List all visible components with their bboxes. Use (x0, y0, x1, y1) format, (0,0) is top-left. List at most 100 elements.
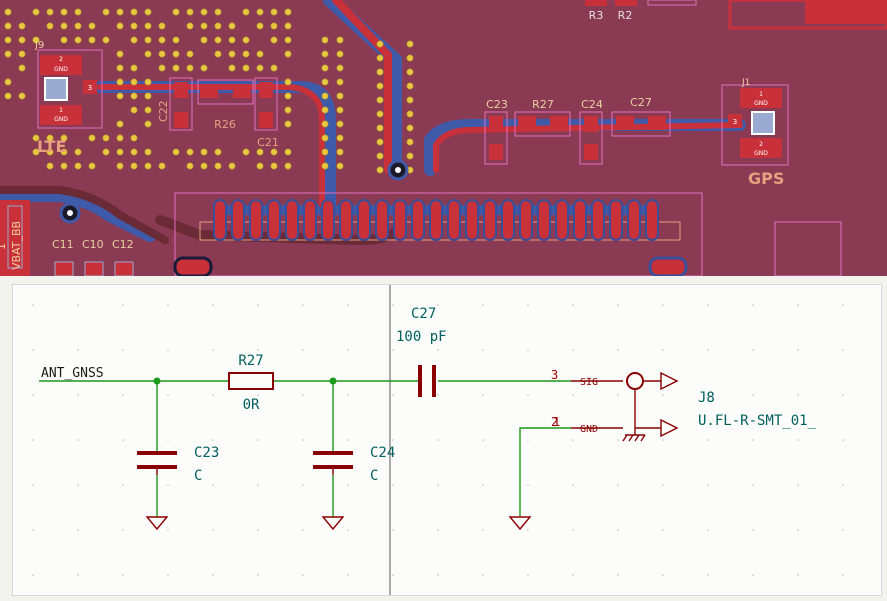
grid-dot (842, 574, 844, 576)
via (4, 50, 12, 58)
via (256, 148, 264, 156)
j9-connector[interactable]: J9 2 GND 1 GND 3 LTE (34, 40, 103, 156)
module-pin-pad (393, 199, 407, 241)
via (130, 36, 138, 44)
module-pin-pad (267, 199, 281, 241)
gps-pad3-num: 3 (733, 118, 737, 126)
via (321, 50, 329, 58)
c27-capacitor[interactable] (418, 365, 436, 397)
grid-dot (482, 394, 484, 396)
grid-dot (572, 394, 574, 396)
via (321, 92, 329, 100)
grid-dot (527, 349, 529, 351)
grid-dot (392, 529, 394, 531)
via (144, 50, 152, 58)
grid-dot (797, 484, 799, 486)
module-pin-pad (555, 199, 569, 241)
j8-pin1-number: 1 (553, 415, 560, 429)
j8-connector[interactable] (571, 371, 679, 442)
via (321, 106, 329, 114)
module-pin-pad (429, 199, 443, 241)
module-pin-pad (591, 199, 605, 241)
grid-dot (122, 349, 124, 351)
grid-dot (617, 304, 619, 306)
module-footprint[interactable] (173, 192, 842, 276)
grid-dot (212, 484, 214, 486)
gps-connector[interactable]: J1 1 GND 2 GND 3 GPS (721, 78, 789, 188)
via (284, 36, 292, 44)
via (130, 148, 138, 156)
module-pin-pad (303, 199, 317, 241)
grid-dot (842, 349, 844, 351)
pcb-view[interactable]: R3 R2 J9 2 GND 1 GND 3 LTE (0, 0, 887, 276)
grid-dot (662, 529, 664, 531)
grid-dot (617, 394, 619, 396)
c23-capacitor[interactable] (137, 451, 177, 469)
grid-dot (842, 439, 844, 441)
j9-pad1-gnd: GND (54, 116, 68, 123)
r27-resistor[interactable]: R27 0R (228, 353, 274, 413)
grid-dot (662, 484, 664, 486)
via (186, 148, 194, 156)
via-field (4, 8, 414, 174)
j1-label: J1 (741, 78, 750, 88)
grid-dot (572, 574, 574, 576)
via (144, 106, 152, 114)
via (284, 22, 292, 30)
j8-pin3-number: 3 (551, 368, 558, 382)
via (242, 36, 250, 44)
via (18, 92, 26, 100)
via (321, 148, 329, 156)
schematic-canvas[interactable]: ANT_GNSS R27 0R C27 100 pF C23 C (13, 285, 881, 595)
grid-dot (707, 529, 709, 531)
module-pin-pad (321, 199, 335, 241)
grid-dot (302, 304, 304, 306)
via (60, 8, 68, 16)
grid-dot (122, 574, 124, 576)
via (376, 110, 384, 118)
via (74, 148, 82, 156)
grid-dot (797, 394, 799, 396)
grid-dot (617, 484, 619, 486)
r2-label: R2 (618, 9, 633, 22)
schematic-view[interactable]: ANT_GNSS R27 0R C27 100 pF C23 C (0, 276, 887, 601)
grid-dot (212, 304, 214, 306)
via (186, 8, 194, 16)
via (321, 36, 329, 44)
via (144, 92, 152, 100)
via (88, 162, 96, 170)
via (102, 8, 110, 16)
via (270, 36, 278, 44)
lte-matching-network[interactable]: C22 R26 C21 (157, 77, 279, 149)
grid-dot (32, 574, 34, 576)
module-pin-pad (627, 199, 641, 241)
grid-dot (122, 484, 124, 486)
grid-dot (482, 574, 484, 576)
via (376, 138, 384, 146)
grid-dot (707, 574, 709, 576)
grid-dot (797, 349, 799, 351)
via (242, 50, 250, 58)
via (130, 134, 138, 142)
schematic-sheet[interactable]: ANT_GNSS R27 0R C27 100 pF C23 C (12, 284, 882, 596)
c23-ref: C23 (194, 445, 219, 461)
grid-dot (257, 304, 259, 306)
via (186, 64, 194, 72)
grid-dot (617, 349, 619, 351)
grid-dot (527, 304, 529, 306)
grid-dot (842, 304, 844, 306)
gps-matching-network[interactable]: C23 R27 C24 C27 (484, 96, 671, 165)
via (242, 64, 250, 72)
c23-label: C23 (486, 98, 508, 111)
grid-dot (842, 394, 844, 396)
net-label-ant-gnss[interactable]: ANT_GNSS (41, 366, 104, 381)
via (172, 148, 180, 156)
grid-dot (32, 484, 34, 486)
grid-dot (752, 439, 754, 441)
c24-capacitor[interactable] (313, 451, 353, 469)
via (4, 36, 12, 44)
grid-dot (212, 574, 214, 576)
via (130, 162, 138, 170)
via (172, 50, 180, 58)
pcb-canvas[interactable]: R3 R2 J9 2 GND 1 GND 3 LTE (0, 0, 887, 276)
